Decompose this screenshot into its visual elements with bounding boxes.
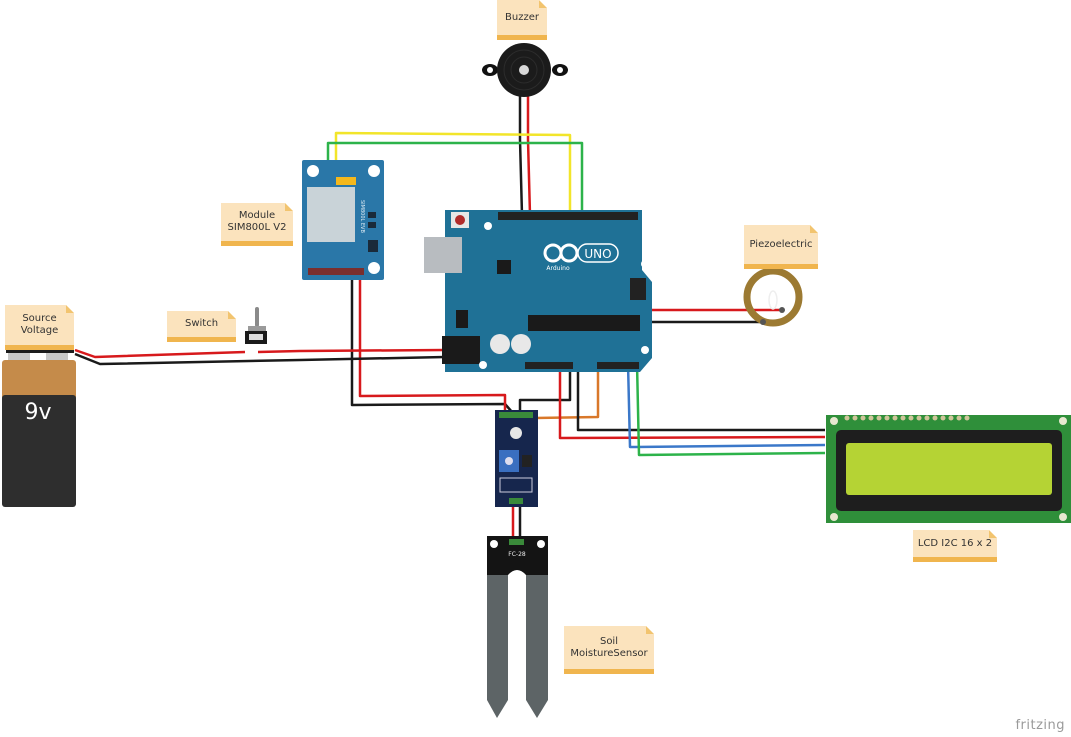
battery-9v — [2, 343, 76, 507]
arduino-model-text: UNO — [584, 247, 611, 261]
label-lcd: LCD I2C 16 x 2 — [913, 530, 997, 562]
wire-lcd-power — [558, 363, 826, 440]
sim-board-text: SIM800L EVB — [359, 200, 365, 233]
sim800l-module: SIM800L EVB — [302, 160, 384, 280]
battery-voltage-text: 9v — [24, 400, 52, 425]
wire-lcd-sda — [626, 362, 826, 449]
soil-sensor-module — [495, 410, 538, 507]
label-switch: Switch — [167, 311, 236, 342]
lcd-i2c-16x2 — [826, 415, 1071, 523]
toggle-switch — [245, 307, 267, 344]
wire-battery-power — [74, 348, 246, 359]
probe-model-text: FC-28 — [508, 551, 526, 558]
arduino-logo — [543, 243, 619, 263]
fritzing-watermark: fritzing — [1015, 718, 1065, 733]
wire-sim-ground — [350, 272, 513, 413]
wire-sim-power — [358, 272, 507, 412]
label-sim-module: Module SIM800L V2 — [221, 203, 293, 246]
soil-probe-fc28: FC-28 — [487, 536, 548, 718]
wire-buzzer-power — [526, 95, 532, 216]
buzzer — [482, 43, 568, 97]
wire-switch-power — [257, 348, 446, 354]
wire-lcd-scl — [635, 362, 826, 457]
wire-buzzer-ground — [518, 95, 524, 216]
wire-sensor-analog — [534, 363, 600, 420]
wire-sensor-ground — [518, 363, 572, 412]
lcd-header-pins — [844, 415, 970, 421]
label-buzzer: Buzzer — [497, 0, 547, 40]
label-piezoelectric: Piezoelectric — [744, 225, 818, 269]
label-soil-sensor: Soil MoistureSensor — [564, 626, 654, 674]
piezo-disc — [743, 267, 803, 327]
arduino-uno: UNO Arduino — [424, 210, 652, 372]
wire-lcd-ground — [576, 363, 825, 432]
arduino-brand-text: Arduino — [546, 265, 570, 272]
label-source-voltage: Source Voltage — [5, 305, 74, 350]
wire-battery-ground — [74, 352, 446, 366]
